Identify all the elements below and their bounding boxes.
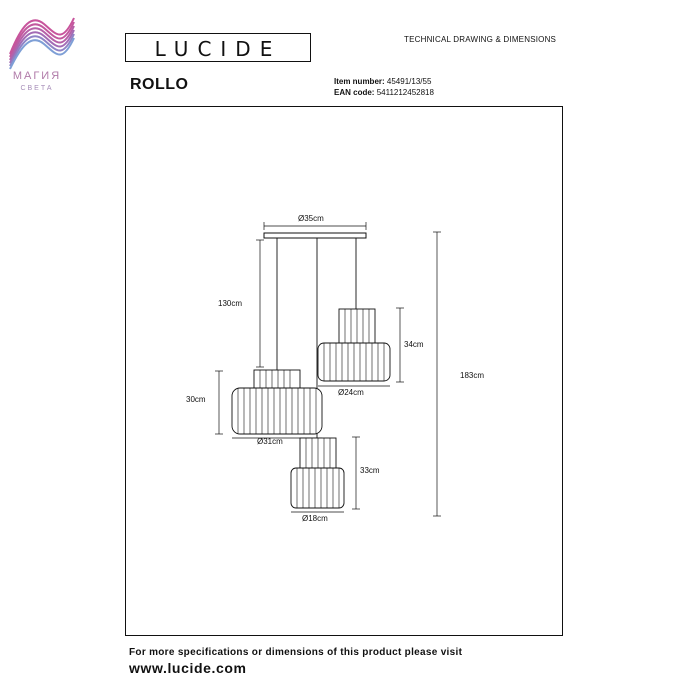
large-shade-diameter-label: Ø31cm [257,437,283,446]
canopy-diameter-label: Ø35cm [298,214,324,223]
brand-logo-text: LUCIDE [154,37,282,61]
ean-value: 5411212452818 [376,88,434,97]
document-type: TECHNICAL DRAWING & DIMENSIONS [404,35,557,44]
small-shade-diameter-label: Ø18cm [302,514,328,523]
medium-shade-diameter-label: Ø24cm [338,388,364,397]
magia-sveta-watermark: МАГИЯ СВЕТА [2,4,84,96]
drawing-frame [125,106,563,636]
small-shade-height-label: 33cm [360,466,380,475]
ean-row: EAN code: 5411212452818 [334,87,434,98]
suspension-length-label: 130cm [218,299,242,308]
footer-text: For more specifications or dimensions of… [129,647,463,658]
watermark-subtitle: СВЕТА [20,85,54,92]
footer-url[interactable]: www.lucide.com [129,660,247,676]
product-meta: Item number: 45491/13/55 EAN code: 54112… [334,76,434,98]
watermark-title: МАГИЯ [12,70,62,82]
medium-shade [317,308,391,382]
item-number-value: 45491/13/55 [386,77,432,86]
small-shade [290,437,345,509]
brand-logo: LUCIDE [125,33,311,62]
item-number-label: Item number: [334,77,385,86]
ean-label: EAN code: [334,88,375,97]
medium-shade-height-label: 34cm [404,340,424,349]
total-height-label: 183cm [460,371,484,380]
wave-logo-icon [9,17,75,70]
product-name: ROLLO [130,76,189,93]
item-number-row: Item number: 45491/13/55 [334,76,434,87]
large-shade [231,369,323,435]
canopy [263,232,367,239]
large-shade-height-label: 30cm [186,395,206,404]
